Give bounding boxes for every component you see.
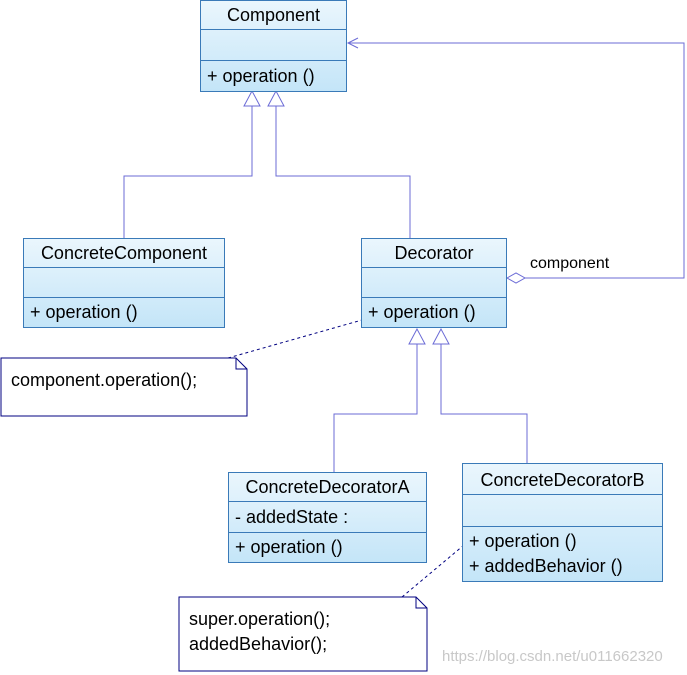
association-role-label: component (530, 255, 610, 272)
note-anchor-decorator (227, 319, 363, 359)
attributes-section (24, 268, 224, 298)
note-line: super.operation(); (189, 609, 331, 629)
class-name: ConcreteComponent (24, 239, 224, 268)
inheritance-arrowhead-icon (267, 89, 285, 107)
class-concrete-component: ConcreteComponent + operation () (23, 238, 225, 328)
operations-section: + operation () (24, 298, 224, 328)
inheritance-arrowhead-icon (243, 89, 261, 107)
inheritance-decorator-to-component (275, 106, 411, 238)
attributes-section (201, 30, 346, 61)
operation: + operation () (469, 531, 577, 551)
note-fold-decorator-b (415, 597, 427, 609)
attributes-section (463, 495, 662, 527)
class-name: Decorator (362, 239, 506, 268)
class-concrete-decorator-a: ConcreteDecoratorA - addedState : + oper… (228, 472, 427, 563)
note-line: component.operation(); (11, 370, 198, 390)
operations-section: + operation () (362, 298, 506, 328)
note-line: addedBehavior(); (189, 634, 328, 654)
operation: + operation () (30, 302, 138, 322)
inheritance-concretecomponent-to-component (123, 106, 253, 238)
class-name: ConcreteDecoratorB (463, 464, 662, 495)
class-name: ConcreteDecoratorA (229, 473, 426, 502)
class-concrete-decorator-b: ConcreteDecoratorB + operation () + adde… (462, 463, 663, 582)
operations-section: + operation () + addedBehavior () (463, 527, 662, 582)
watermark: https://blog.csdn.net/u011662320 (442, 648, 663, 665)
aggregation-decorator-to-component (348, 42, 685, 279)
attributes-section: - addedState : (229, 502, 426, 533)
aggregation-diamond-icon (505, 272, 527, 284)
note-shape-decorator (0, 357, 248, 417)
operation: + operation () (235, 537, 343, 557)
inheritance-decoratorb-to-decorator (440, 344, 528, 463)
attributes-section (362, 268, 506, 298)
operation: + addedBehavior () (469, 556, 623, 576)
operation: + operation () (207, 66, 315, 86)
note-fold-decorator (235, 358, 247, 370)
inheritance-decoratora-to-decorator (333, 344, 418, 472)
note-decorator: component.operation(); (1, 358, 247, 416)
note-anchor-decorator-b (401, 539, 471, 598)
class-name: Component (201, 1, 346, 30)
operations-section: + operation () (229, 533, 426, 563)
attribute: - addedState : (235, 507, 349, 527)
inheritance-arrowhead-icon (432, 327, 450, 345)
inheritance-arrowhead-icon (408, 327, 426, 345)
operation: + operation () (368, 302, 476, 322)
open-arrowhead-icon (346, 37, 359, 49)
note-shape-decorator-b (178, 596, 428, 672)
class-component: Component + operation () (200, 0, 347, 92)
note-decorator-b: super.operation(); addedBehavior(); (179, 597, 427, 671)
operations-section: + operation () (201, 61, 346, 92)
class-decorator: Decorator + operation () (361, 238, 507, 328)
